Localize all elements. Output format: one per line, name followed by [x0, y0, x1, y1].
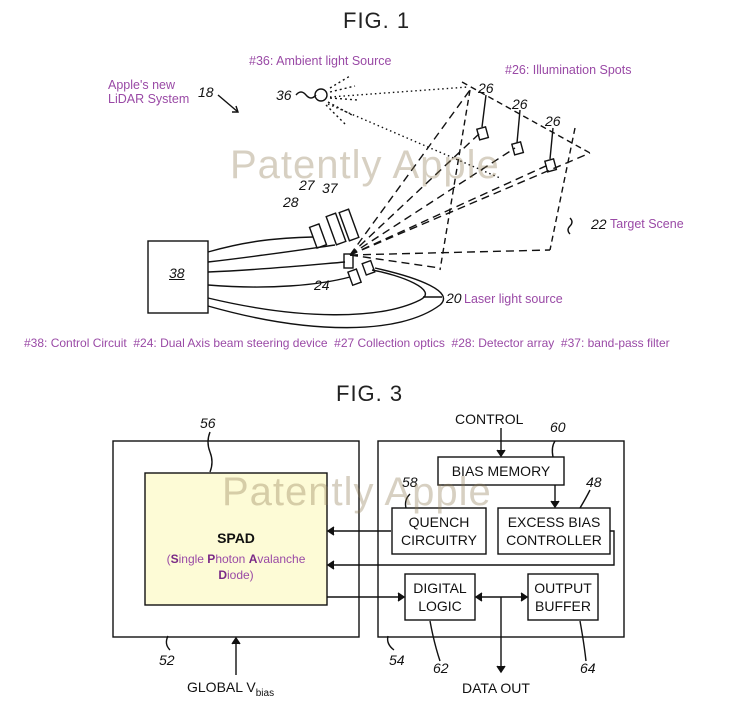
control-wires [207, 236, 445, 329]
ref-24: 24 [314, 277, 330, 293]
ref-36: 36 [276, 87, 292, 103]
target-scene-planes [439, 81, 591, 271]
digital-logic-label-2: LOGIC [418, 598, 462, 614]
ref-54: 54 [389, 652, 405, 668]
ref-26c: 26 [545, 113, 561, 129]
ref-26a: 26 [478, 80, 494, 96]
detector-array-28 [308, 223, 328, 249]
ref-54-leader [386, 635, 395, 651]
spad-subtitle-line2: Diode) [218, 568, 254, 582]
laser-beams [349, 89, 591, 269]
ref-60-leader [551, 440, 556, 458]
collection-optics-27 [325, 212, 347, 246]
ref-48: 48 [586, 474, 602, 490]
spad-title: SPAD [217, 530, 255, 546]
ref-28: 28 [283, 194, 299, 210]
excess-bias-label-1: EXCESS BIAS [507, 514, 601, 530]
control-circuit-box [147, 240, 209, 314]
illumination-spot-3 [543, 158, 558, 173]
ref-60: 60 [550, 419, 566, 435]
band-pass-filter-37 [338, 208, 360, 242]
ref-58-leader [404, 493, 411, 509]
ref-38: 38 [169, 265, 185, 281]
bias-memory-label: BIAS MEMORY [451, 463, 551, 479]
ambient-light-source [314, 88, 328, 102]
ambient-rays [325, 75, 359, 125]
ref-56-leader [207, 431, 213, 473]
ref-62-leader [429, 620, 441, 662]
fig3-drawing [112, 428, 625, 675]
ref-56: 56 [200, 415, 216, 431]
illumination-spot-1 [475, 126, 490, 141]
spad-subtitle-line1: (Single Photon Avalanche [166, 552, 306, 566]
watermark-1: Patently Apple [230, 143, 500, 187]
ref-20: 20 [446, 290, 462, 306]
fig3-title: FIG. 3 [336, 381, 404, 406]
ref-64-leader [579, 620, 587, 662]
watermark-2: Patently Apple [222, 470, 492, 514]
ref-58: 58 [402, 474, 418, 490]
data-out-label: DATA OUT [462, 680, 530, 696]
ambient-light-label: #36: Ambient light Source [249, 54, 392, 68]
system-label-line1: Apple's new [108, 78, 176, 92]
ref-48-leader [579, 489, 591, 509]
fig1-legend: #38: Control Circuit #24: Dual Axis beam… [24, 336, 670, 350]
laser-source-element-2 [361, 259, 376, 276]
ref-18-arrowhead [232, 105, 239, 113]
target-scene-label: Target Scene [610, 217, 684, 231]
quench-label-2: CIRCUITRY [401, 532, 477, 548]
spad-box-56 [144, 472, 328, 606]
ref-52-leader [165, 635, 171, 651]
illumination-spots-label: #26: Illumination Spots [505, 63, 632, 77]
quench-label-1: QUENCH [408, 514, 470, 530]
ref-64: 64 [580, 660, 596, 676]
ref-52: 52 [159, 652, 175, 668]
ref-62: 62 [433, 660, 449, 676]
quench-box-58 [391, 507, 487, 555]
laser-source-element [347, 268, 363, 287]
ref-26b: 26 [512, 96, 528, 112]
output-buffer-label-1: OUTPUT [534, 580, 592, 596]
control-label: CONTROL [455, 411, 524, 427]
global-vbias-label: GLOBAL Vbias [187, 679, 275, 699]
fig1-drawing [147, 75, 591, 329]
excess-bias-label-2: CONTROLLER [506, 532, 602, 548]
ref-22-leader [567, 217, 573, 235]
ref-27: 27 [299, 177, 315, 193]
output-buffer-label-2: BUFFER [535, 598, 591, 614]
ref-22: 22 [591, 216, 607, 232]
system-label-line2: LiDAR System [108, 92, 190, 106]
ref-18-arrow [217, 94, 239, 113]
fig1-title: FIG. 1 [343, 8, 411, 33]
beam-steering-24 [343, 253, 354, 269]
ref-18: 18 [198, 84, 214, 100]
laser-source-label: Laser light source [464, 292, 563, 306]
digital-logic-label-1: DIGITAL [413, 580, 467, 596]
ambient-dotted-beams [327, 86, 501, 179]
ref-37: 37 [322, 180, 338, 196]
ref-36-leader [295, 91, 317, 99]
illumination-spot-2 [510, 141, 525, 156]
